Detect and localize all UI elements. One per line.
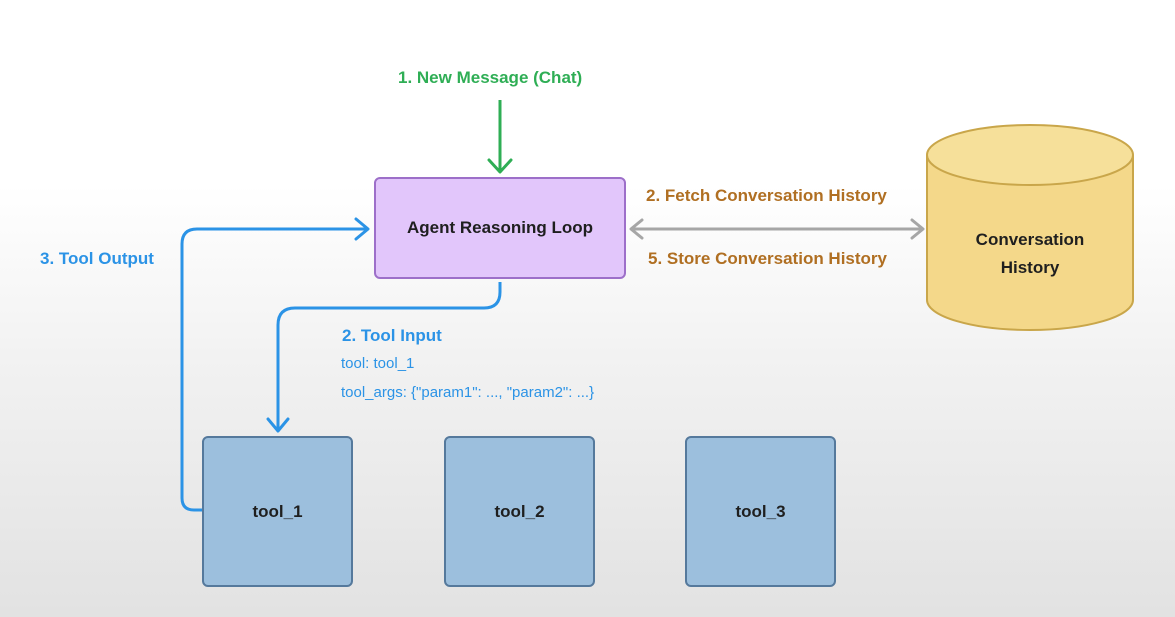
tool-name-line: tool: tool_1 xyxy=(341,355,415,372)
tool-output-label: 3. Tool Output xyxy=(40,249,154,268)
tool-3-node: tool_3 xyxy=(685,436,836,587)
history-arrow xyxy=(629,218,925,240)
tool-1-node: tool_1 xyxy=(202,436,353,587)
new-message-arrow xyxy=(487,100,513,174)
agent-reasoning-loop-node: Agent Reasoning Loop xyxy=(374,177,626,279)
database-label-line1: Conversation xyxy=(975,230,1085,249)
database-label: Conversation History xyxy=(930,226,1130,282)
tool-input-arrow xyxy=(266,282,502,433)
store-history-label: 5. Store Conversation History xyxy=(648,249,888,268)
tool-3-label: tool_3 xyxy=(735,501,786,521)
fetch-history-label: 2. Fetch Conversation History xyxy=(646,186,887,205)
tool-args-line: tool_args: {"param1": ..., "param2": ...… xyxy=(341,384,595,401)
database-cylinder xyxy=(926,124,1134,331)
tool-input-label: 2. Tool Input xyxy=(342,326,442,345)
database-label-line2: History xyxy=(1000,258,1060,277)
tool-output-arrow xyxy=(180,217,370,512)
tool-1-label: tool_1 xyxy=(252,501,303,521)
tool-2-label: tool_2 xyxy=(494,501,545,521)
tool-2-node: tool_2 xyxy=(444,436,595,587)
agent-node-label: Agent Reasoning Loop xyxy=(406,218,594,237)
new-message-label: 1. New Message (Chat) xyxy=(398,68,583,87)
